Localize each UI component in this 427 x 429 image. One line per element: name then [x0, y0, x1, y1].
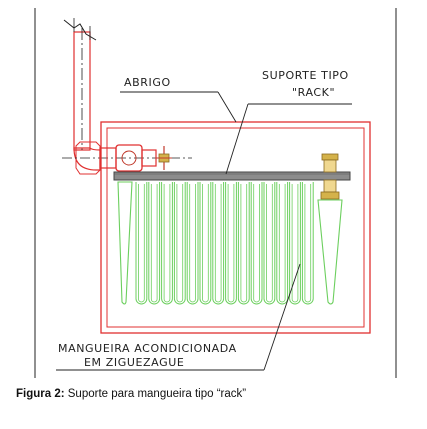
- rack-bar-body: [113, 171, 351, 181]
- hose-zigzag: [135, 182, 314, 305]
- hose-loop: [276, 182, 289, 305]
- pipe-elbow: [73, 147, 101, 171]
- coupling-bottom: [320, 179, 340, 200]
- valve-assembly: [99, 144, 172, 172]
- pipe-break-symbol: [63, 19, 97, 41]
- hose-loop: [263, 182, 276, 305]
- shelter-leader-arrow: [217, 91, 237, 123]
- hose-loop: [250, 182, 263, 305]
- support-label-line1: SUPORTE TIPO: [262, 69, 349, 82]
- support-leader-arrow: [225, 103, 249, 175]
- elbow-flange: [75, 141, 101, 175]
- hose-loop: [301, 182, 314, 305]
- hose-loop-inner: [163, 184, 171, 303]
- valve-bonnet: [121, 150, 137, 166]
- hose-loop-inner: [202, 184, 209, 303]
- coupling-top-cap: [321, 153, 339, 161]
- hose-loop: [237, 182, 250, 305]
- coupling-top-body: [323, 159, 337, 173]
- hose-loop-inner: [240, 184, 248, 303]
- hose-loop-inner: [150, 184, 158, 303]
- hose-loop: [199, 182, 212, 305]
- figure-caption: Figura 2: Suporte para mangueira tipo “r…: [16, 388, 246, 400]
- caption-text: Suporte para mangueira tipo “rack”: [67, 388, 247, 400]
- hose-loop-inner: [138, 184, 145, 303]
- hose-loop-inner: [266, 184, 273, 303]
- hose-loop: [289, 182, 301, 305]
- hose-loop: [161, 182, 173, 305]
- hose-left-end: [117, 181, 133, 305]
- caption-figure-label: Figura 2:: [16, 388, 65, 400]
- hose-label-line2: EM ZIGUEZAGUE: [84, 356, 184, 369]
- coupling-bottom-body: [323, 179, 337, 193]
- hose-loop-inner: [176, 184, 184, 303]
- vertical-pipe: [63, 18, 101, 175]
- hose-loop: [135, 182, 148, 305]
- hose-right-end: [317, 199, 343, 305]
- hose-loop: [186, 182, 199, 305]
- shelter-label: ABRIGO: [124, 76, 171, 89]
- shelter-inner: [106, 127, 365, 328]
- hose-loop-inner: [278, 184, 286, 303]
- coupling-top: [321, 153, 339, 173]
- hose-loop-inner: [304, 184, 312, 303]
- hose-loop: [225, 182, 237, 305]
- hose-loop: [148, 182, 161, 305]
- hose-loop-inner: [189, 184, 196, 303]
- hose-loop-inner: [214, 184, 222, 303]
- hose-loop: [173, 182, 186, 305]
- hose-label-line1: MANGUEIRA ACONDICIONADA: [58, 342, 237, 355]
- hose-leader-arrow: [263, 263, 301, 371]
- hose-loop-inner: [253, 184, 260, 303]
- coupling-bottom-cap: [320, 191, 340, 200]
- hose-loop: [212, 182, 225, 305]
- support-label-line2: "RACK": [292, 86, 335, 99]
- hose-loop-inner: [227, 184, 235, 303]
- hose-loop-inner: [291, 184, 299, 303]
- rack-bar: [113, 171, 351, 181]
